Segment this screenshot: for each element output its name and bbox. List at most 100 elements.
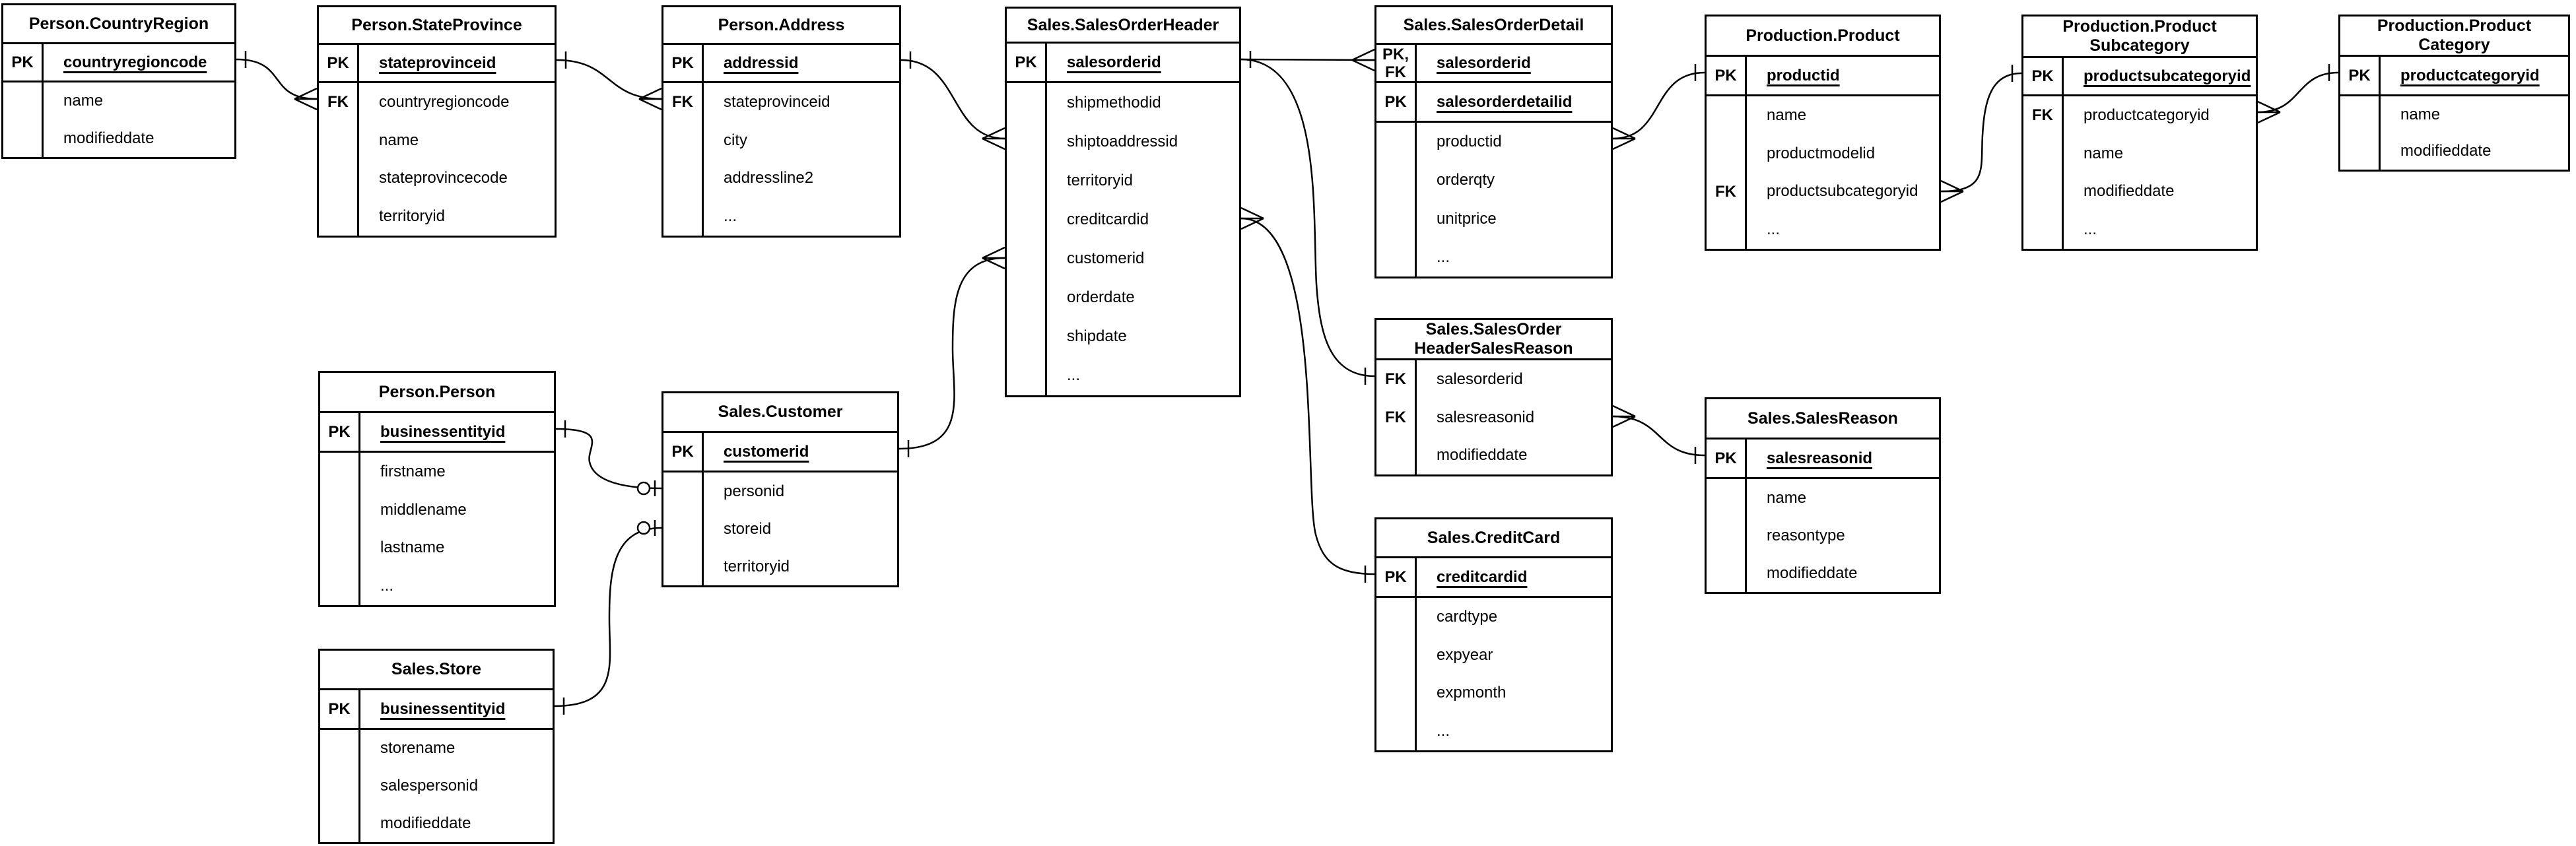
field-name: ... (1767, 220, 1780, 239)
key-tag: PK (2023, 58, 2064, 94)
key-tag (1376, 161, 1417, 200)
entity-title-line: Production.Product (1746, 26, 1900, 45)
field-row: orderqty (1376, 161, 1611, 200)
key-tag (1707, 479, 1747, 517)
connector-line (554, 527, 662, 707)
field-name: name (1767, 106, 1807, 124)
entity-title-line: HeaderSalesReason (1414, 339, 1573, 358)
entity-title-line: Production.Product (2377, 16, 2532, 35)
field-name: stateprovincecode (379, 169, 508, 187)
field-name: orderdate (1067, 288, 1135, 307)
key-tag (663, 121, 704, 160)
entity-title-line: Sales.SalesOrder (1425, 320, 1562, 339)
key-row: PK, FK salesorderid (1376, 45, 1611, 83)
key-tag (320, 767, 360, 805)
field-row: territoryid (319, 197, 555, 236)
key-tag (1007, 122, 1047, 162)
key-tag (320, 730, 360, 767)
entity-title-line: Sales.SalesOrderHeader (1027, 15, 1219, 34)
key-tag (1007, 200, 1047, 240)
field-name: productmodelid (1767, 144, 1876, 162)
field-row: ... (663, 197, 899, 236)
key-tag (1707, 211, 1747, 249)
entity-title: Sales.Customer (663, 393, 897, 433)
connector-line (1940, 72, 2022, 193)
key-tag: FK (1376, 398, 1417, 437)
key-tag: FK (2023, 96, 2064, 135)
field-name: name (1767, 488, 1807, 507)
entity-title-line: Person.CountryRegion (28, 14, 209, 33)
entity-title: Person.CountryRegion (3, 5, 234, 44)
connector-line (900, 59, 1005, 140)
field-row: modifieddate (2340, 133, 2568, 170)
field-row: name (3, 82, 234, 120)
connector-address-salesorderheader (900, 51, 1005, 150)
field-row: productid (1376, 123, 1611, 162)
field-name: stateprovinceid (379, 53, 496, 72)
key-tag (2023, 172, 2064, 211)
field-name: addressid (724, 53, 799, 72)
field-name: storeid (724, 519, 772, 538)
connector-line (1240, 217, 1375, 575)
field-name: salesorderdetailid (1437, 92, 1573, 111)
field-name: productsubcategoryid (1767, 182, 1918, 201)
field-name: modifieddate (2084, 182, 2175, 201)
entity-title-line: Person.Person (378, 382, 496, 401)
key-tag (663, 159, 704, 198)
field-name: ... (1437, 247, 1450, 266)
field-row: lastname (320, 529, 554, 568)
field-row: shiptoaddressid (1007, 122, 1239, 162)
connector-store-customer (554, 520, 662, 715)
entity-title: Sales.CreditCard (1376, 519, 1611, 558)
key-tag: PK, FK (1376, 45, 1417, 81)
field-name: ... (2084, 220, 2097, 239)
key-tag (3, 119, 44, 157)
field-name: addressline2 (724, 169, 814, 187)
field-name: ... (724, 207, 737, 226)
key-tag (320, 804, 360, 843)
field-name: territoryid (379, 207, 446, 226)
field-name: salesorderid (1437, 53, 1531, 72)
key-tag (1376, 238, 1417, 277)
field-row: modifieddate (2023, 172, 2256, 211)
key-tag: PK (1707, 57, 1747, 94)
key-tag (663, 472, 704, 510)
field-name: productcategoryid (2400, 66, 2540, 84)
key-tag (320, 490, 360, 529)
field-row: name (1707, 96, 1939, 135)
key-tag (2340, 96, 2381, 133)
field-row: name (1707, 479, 1939, 517)
field-name: expyear (1437, 645, 1493, 664)
field-row: storeid (663, 510, 897, 548)
key-tag: FK (1376, 360, 1417, 399)
connector-line (1240, 58, 1375, 377)
field-name: territoryid (1067, 171, 1134, 189)
key-tag (1707, 517, 1747, 554)
field-row: name (2023, 134, 2256, 173)
field-row: orderdate (1007, 278, 1239, 317)
